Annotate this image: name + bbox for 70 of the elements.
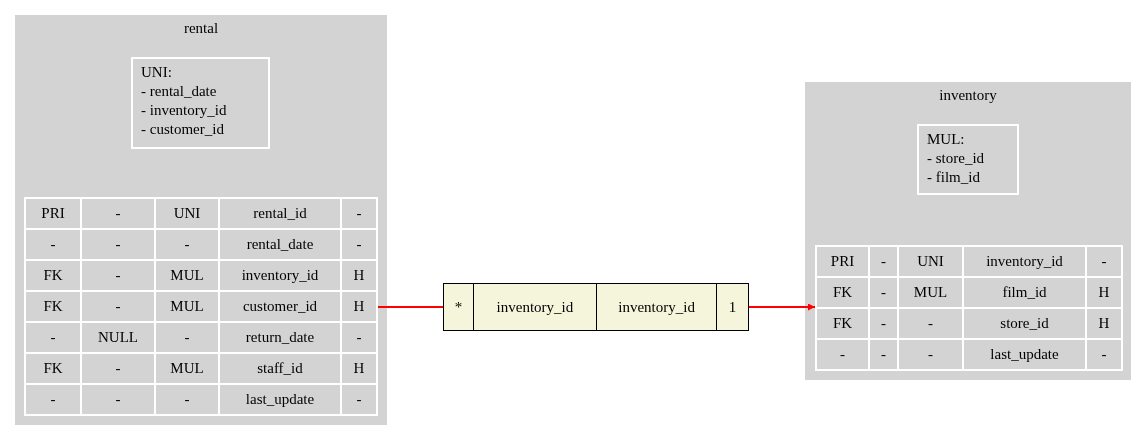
table-cell: FK <box>25 260 81 291</box>
index-box: UNI: - rental_date - inventory_id - customer_id <box>131 57 270 149</box>
table-cell: - <box>869 339 898 370</box>
column-table <box>815 245 1123 371</box>
table-cell: film_id <box>963 277 1086 308</box>
table-cell: - <box>81 353 155 384</box>
column-table <box>24 197 378 416</box>
table-cell: H <box>341 260 377 291</box>
table-cell: UNI <box>155 198 219 229</box>
table-cell: PRI <box>816 246 869 277</box>
table-cell: - <box>341 229 377 260</box>
table-cell: - <box>898 339 963 370</box>
table-cell: H <box>1086 277 1122 308</box>
table-cell: MUL <box>155 291 219 322</box>
table-cell: - <box>1086 339 1122 370</box>
table-cell: - <box>81 198 155 229</box>
table-cell: customer_id <box>219 291 341 322</box>
table-cell: return_date <box>219 322 341 353</box>
table-cell: inventory_id <box>963 246 1086 277</box>
index-box: MUL: - store_id - film_id <box>917 124 1019 195</box>
table-cell: - <box>341 322 377 353</box>
table-cell: - <box>869 308 898 339</box>
table-cell: last_update <box>963 339 1086 370</box>
table-cell: last_update <box>219 384 341 415</box>
table-cell: - <box>898 308 963 339</box>
table-cell: inventory_id <box>219 260 341 291</box>
table-cell: rental_date <box>219 229 341 260</box>
table-cell: rental_id <box>219 198 341 229</box>
table-cell: - <box>155 384 219 415</box>
table-cell: FK <box>816 308 869 339</box>
table-cell: UNI <box>898 246 963 277</box>
arrow <box>748 303 816 311</box>
group-title: inventory <box>938 87 998 104</box>
group-title: rental <box>182 20 220 37</box>
table-cell: store_id <box>963 308 1086 339</box>
table-cell: - <box>81 260 155 291</box>
table-cell: NULL <box>81 322 155 353</box>
table-group-panel <box>805 82 1131 380</box>
table-cell: - <box>81 229 155 260</box>
table-cell: - <box>155 229 219 260</box>
table-cell: - <box>25 322 81 353</box>
table-cell: FK <box>816 277 869 308</box>
table-cell: - <box>81 291 155 322</box>
table-cell: - <box>155 322 219 353</box>
table-cell: - <box>25 384 81 415</box>
record-field: 1 <box>716 284 748 330</box>
table-cell: PRI <box>25 198 81 229</box>
relation-record <box>443 283 749 331</box>
table-cell: MUL <box>155 353 219 384</box>
table-cell: FK <box>25 353 81 384</box>
table-cell: FK <box>25 291 81 322</box>
table-cell: - <box>816 339 869 370</box>
record-field: * <box>444 284 473 330</box>
table-cell: H <box>341 353 377 384</box>
table-cell: H <box>1086 308 1122 339</box>
record-field: inventory_id <box>472 284 596 330</box>
connector-line <box>377 306 444 308</box>
table-cell: - <box>341 384 377 415</box>
table-cell: - <box>25 229 81 260</box>
table-cell: H <box>341 291 377 322</box>
table-cell: staff_id <box>219 353 341 384</box>
table-cell: - <box>869 246 898 277</box>
table-cell: - <box>341 198 377 229</box>
table-group-panel <box>15 15 387 425</box>
record-field: inventory_id <box>596 284 717 330</box>
table-cell: - <box>869 277 898 308</box>
table-cell: - <box>81 384 155 415</box>
table-cell: - <box>1086 246 1122 277</box>
table-cell: MUL <box>898 277 963 308</box>
table-cell: MUL <box>155 260 219 291</box>
